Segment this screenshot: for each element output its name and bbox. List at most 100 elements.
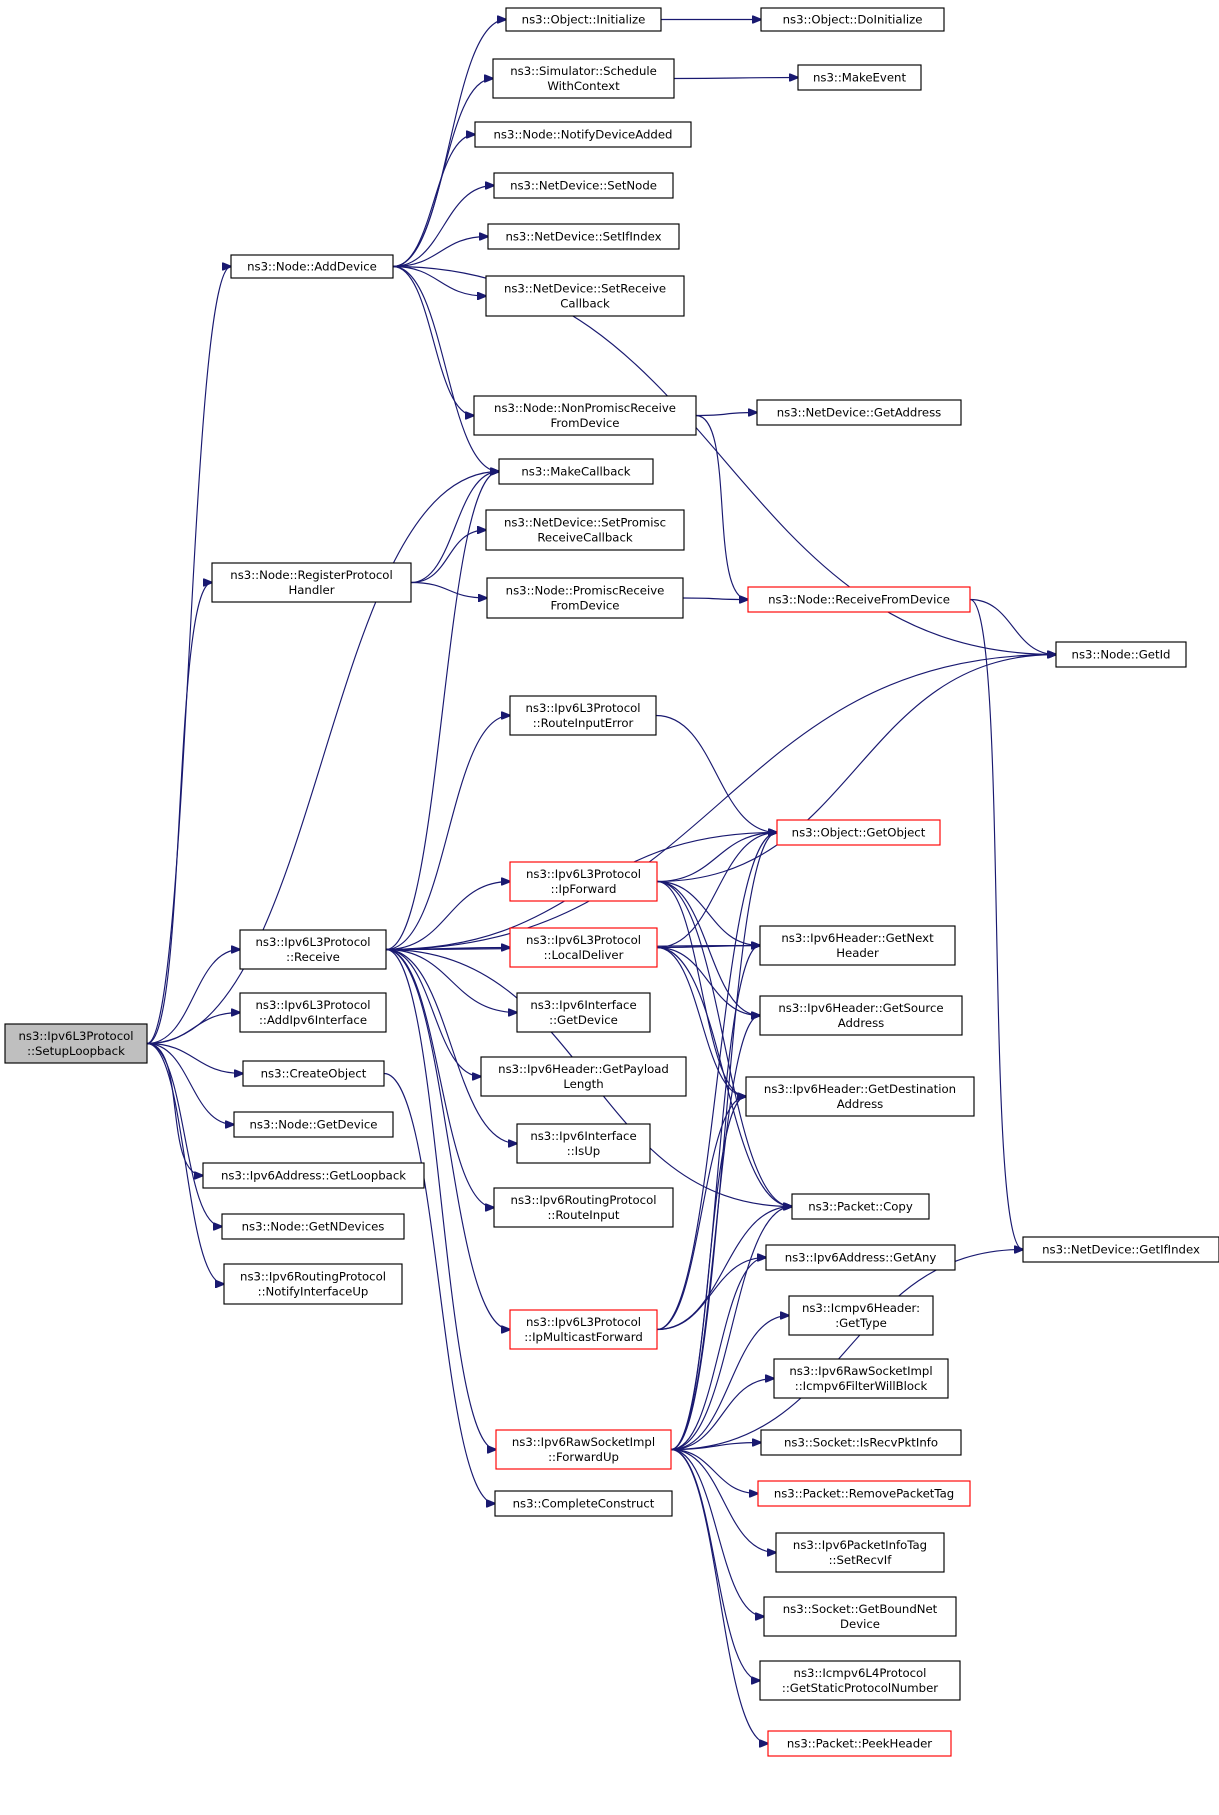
node-nodegetid[interactable]: ns3::Node::GetId xyxy=(1055,641,1187,668)
node-doinitialize[interactable]: ns3::Object::DoInitialize xyxy=(760,7,945,32)
edge-receive-to-makecallback xyxy=(385,472,499,951)
node-getifindex[interactable]: ns3::NetDevice::GetIfIndex xyxy=(1022,1236,1219,1263)
nodes-layer: ns3::Ipv6L3Protocol::SetupLoopbackns3::N… xyxy=(4,7,1219,1757)
node-label-isup-line-0: ns3::Ipv6Interface xyxy=(530,1129,636,1143)
node-box-setnode xyxy=(493,172,674,199)
node-label-setup-line-1: ::SetupLoopback xyxy=(27,1044,125,1058)
node-makecallback[interactable]: ns3::MakeCallback xyxy=(498,458,654,485)
node-getloopback[interactable]: ns3::Ipv6Address::GetLoopback xyxy=(202,1162,425,1189)
node-receive[interactable]: ns3::Ipv6L3Protocol::Receive xyxy=(239,929,387,970)
node-removepackettag[interactable]: ns3::Packet::RemovePacketTag xyxy=(757,1480,971,1507)
node-label-getnextheader-line-1: Header xyxy=(836,946,879,960)
node-box-addipv6if xyxy=(239,992,387,1033)
node-getaddress[interactable]: ns3::NetDevice::GetAddress xyxy=(756,399,962,426)
node-label-icmpgettype-line-0: ns3::Icmpv6Header: xyxy=(802,1301,920,1315)
edge-adddevice-to-nonpromisc xyxy=(392,265,474,416)
node-receivefromdevice[interactable]: ns3::Node::ReceiveFromDevice xyxy=(747,586,971,613)
edge-forwardup-to-getifindex xyxy=(670,1250,1023,1451)
node-box-icmpgettype xyxy=(788,1295,934,1336)
edge-receive-to-localdeliver xyxy=(385,948,510,950)
node-nodegetdevice[interactable]: ns3::Node::GetDevice xyxy=(233,1111,394,1138)
node-label-getstaticproto-line-1: ::GetStaticProtocolNumber xyxy=(782,1681,938,1695)
node-box-setreceivecb xyxy=(485,275,685,317)
node-box-forwardup xyxy=(495,1429,672,1470)
edge-nonpromisc-to-receivefromdevice xyxy=(695,414,748,600)
node-localdeliver[interactable]: ns3::Ipv6L3Protocol::LocalDeliver xyxy=(509,927,658,968)
node-ipmcforward[interactable]: ns3::Ipv6L3Protocol::IpMulticastForward xyxy=(509,1309,658,1350)
node-setnode[interactable]: ns3::NetDevice::SetNode xyxy=(493,172,674,199)
node-label-setpromisccb-line-1: ReceiveCallback xyxy=(537,531,633,545)
edge-receive-to-ipmcforward xyxy=(385,948,510,1330)
node-label-setreceivecb-line-0: ns3::NetDevice::SetReceive xyxy=(504,282,666,296)
node-adddevice[interactable]: ns3::Node::AddDevice xyxy=(230,254,394,279)
node-filterwillblock[interactable]: ns3::Ipv6RawSocketImpl::Icmpv6FilterWill… xyxy=(773,1358,949,1399)
node-icmpgettype[interactable]: ns3::Icmpv6Header::GetType xyxy=(788,1295,934,1336)
node-label-makecallback-line-0: ns3::MakeCallback xyxy=(521,465,630,479)
node-getobject[interactable]: ns3::Object::GetObject xyxy=(776,819,941,846)
node-ipforward[interactable]: ns3::Ipv6L3Protocol::IpForward xyxy=(509,861,658,902)
edge-forwardup-to-setrecvif xyxy=(670,1448,776,1553)
node-forwardup[interactable]: ns3::Ipv6RawSocketImpl::ForwardUp xyxy=(495,1429,672,1470)
node-completeconstruct[interactable]: ns3::CompleteConstruct xyxy=(494,1490,673,1517)
node-createobject[interactable]: ns3::CreateObject xyxy=(242,1060,385,1087)
node-label-getstaticproto-line-0: ns3::Icmpv6L4Protocol xyxy=(794,1666,927,1680)
node-setrecvif[interactable]: ns3::Ipv6PacketInfoTag::SetRecvIf xyxy=(775,1532,945,1573)
node-getany[interactable]: ns3::Ipv6Address::GetAny xyxy=(765,1244,956,1271)
node-box-getnextheader xyxy=(759,925,956,966)
node-ifgetdevice[interactable]: ns3::Ipv6Interface::GetDevice xyxy=(516,992,651,1033)
node-notifyifup[interactable]: ns3::Ipv6RoutingProtocol::NotifyInterfac… xyxy=(223,1263,403,1305)
node-label-getboundnetdev-line-1: Device xyxy=(840,1617,880,1631)
node-packetcopy[interactable]: ns3::Packet::Copy xyxy=(791,1193,930,1220)
edge-localdeliver-to-getobject xyxy=(656,833,777,949)
node-routeinput[interactable]: ns3::Ipv6RoutingProtocol::RouteInput xyxy=(493,1187,674,1228)
node-box-nodegetid xyxy=(1055,641,1187,668)
node-label-promiscrecv-line-0: ns3::Node::PromiscReceive xyxy=(506,584,665,598)
node-routeinputerror[interactable]: ns3::Ipv6L3Protocol::RouteInputError xyxy=(509,695,657,736)
node-makeevent[interactable]: ns3::MakeEvent xyxy=(797,64,922,91)
node-label-receive-line-1: ::Receive xyxy=(286,950,340,964)
node-setpromisccb[interactable]: ns3::NetDevice::SetPromiscReceiveCallbac… xyxy=(485,509,685,551)
node-box-nodegetdevice xyxy=(233,1111,394,1138)
node-label-doinitialize-line-0: ns3::Object::DoInitialize xyxy=(783,13,923,27)
node-box-getndevices xyxy=(221,1213,405,1240)
node-label-routeinput-line-0: ns3::Ipv6RoutingProtocol xyxy=(511,1193,657,1207)
node-setup[interactable]: ns3::Ipv6L3Protocol::SetupLoopback xyxy=(4,1023,148,1064)
node-setifindex[interactable]: ns3::NetDevice::SetIfIndex xyxy=(487,223,680,250)
node-getstaticproto[interactable]: ns3::Icmpv6L4Protocol::GetStaticProtocol… xyxy=(759,1660,961,1701)
node-box-setifindex xyxy=(487,223,680,250)
node-box-registerph xyxy=(211,562,412,603)
node-getndevices[interactable]: ns3::Node::GetNDevices xyxy=(221,1213,405,1240)
node-label-routeinputerror-line-1: ::RouteInputError xyxy=(533,716,634,730)
edge-adddevice-to-setreceivecb xyxy=(392,265,486,297)
node-box-isrecvpktinfo xyxy=(760,1429,962,1456)
node-notifydevadded[interactable]: ns3::Node::NotifyDeviceAdded xyxy=(474,121,692,148)
node-label-setnode-line-0: ns3::NetDevice::SetNode xyxy=(510,179,657,193)
node-isup[interactable]: ns3::Ipv6Interface::IsUp xyxy=(516,1123,651,1164)
node-isrecvpktinfo[interactable]: ns3::Socket::IsRecvPktInfo xyxy=(760,1429,962,1456)
edge-nonpromisc-to-getaddress xyxy=(695,413,757,416)
node-objinit[interactable]: ns3::Object::Initialize xyxy=(505,7,662,32)
node-box-getboundnetdev xyxy=(763,1596,957,1637)
edge-setup-to-receive xyxy=(146,950,240,1045)
edge-receivefromdevice-to-getifindex xyxy=(969,598,1023,1250)
node-label-getifindex-line-0: ns3::NetDevice::GetIfIndex xyxy=(1042,1243,1200,1257)
node-label-setreceivecb-line-1: Callback xyxy=(560,297,610,311)
edge-forwardup-to-getnextheader xyxy=(670,946,760,1451)
node-label-getdestaddr-line-0: ns3::Ipv6Header::GetDestination xyxy=(764,1082,956,1096)
node-label-localdeliver-line-1: ::LocalDeliver xyxy=(544,948,624,962)
node-label-forwardup-line-0: ns3::Ipv6RawSocketImpl xyxy=(512,1435,655,1449)
node-label-notifydevadded-line-0: ns3::Node::NotifyDeviceAdded xyxy=(494,128,673,142)
node-peekheader[interactable]: ns3::Packet::PeekHeader xyxy=(767,1730,952,1757)
node-addipv6if[interactable]: ns3::Ipv6L3Protocol::AddIpv6Interface xyxy=(239,992,387,1033)
node-label-promiscrecv-line-1: FromDevice xyxy=(551,599,620,613)
